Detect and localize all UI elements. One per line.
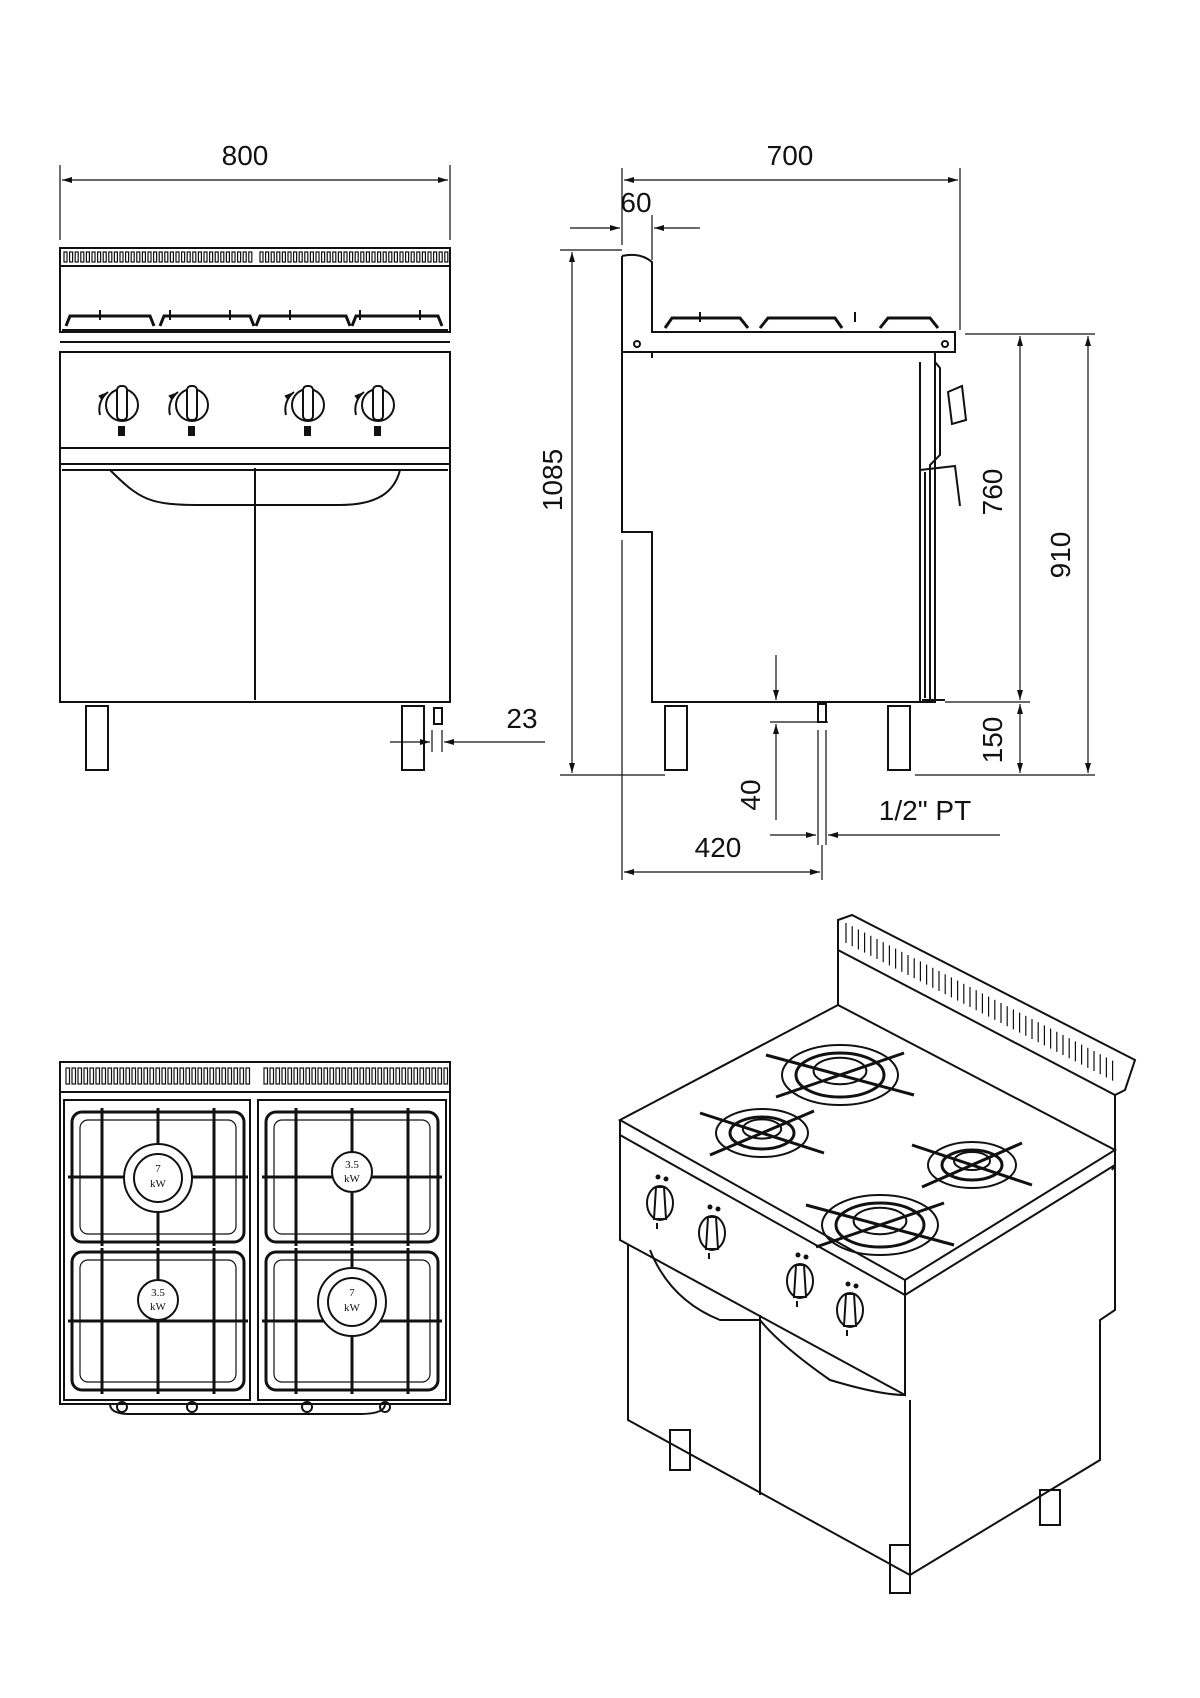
iso-control-knobs [646,1174,864,1336]
burner-power-value: 7 [155,1163,161,1175]
burner-power-unit: kW [344,1302,361,1314]
burner-power-value: 3.5 [151,1287,165,1299]
iso-control-panel [619,1135,906,1397]
dimension-gas-offset-40: 40 [735,779,766,810]
burner-front-left: 3.5 kW [137,1279,179,1321]
dimension-leg-150: 150 [977,717,1008,764]
iso-burners [699,1044,1033,1256]
backsplash-vents [63,251,449,263]
door-handle [109,469,401,506]
burner-power-value: 7 [349,1287,355,1299]
burner-rear-right: 3.5 kW [331,1151,373,1193]
side-view: 700 60 1085 4 [537,140,1095,880]
burner-grates-profile [62,310,448,331]
burner-power-unit: kW [150,1301,167,1313]
leg-right [401,705,425,771]
control-knobs [98,385,395,436]
dimension-foot-23: 23 [506,703,537,734]
side-backsplash-top [621,253,956,358]
side-knob [946,384,968,426]
top-hob-outline [59,1091,451,1405]
burner-power-unit: kW [150,1178,167,1190]
dimension-depth-700: 700 [767,140,814,171]
burner-power-value: 3.5 [345,1159,359,1171]
isometric-view [617,913,1137,1594]
side-leg-rear [664,705,688,771]
iso-hob-top [617,1003,1118,1282]
side-control-panel [929,361,941,702]
side-leg-front [887,705,911,771]
dimension-width-800: 800 [222,140,269,171]
iso-door-handle [649,1249,906,1396]
top-backsplash-vents [65,1067,449,1085]
hob-right-pan [257,1099,447,1401]
dimension-height-1085: 1085 [537,449,568,511]
top-view: 7 kW 3.5 kW 3.5 kW 7 kW [59,1061,451,1415]
top-backsplash [59,1061,451,1093]
burner-rear-left: 7 kW [123,1143,193,1213]
leg-left [85,705,109,771]
dimension-worktop-760: 760 [977,469,1008,516]
front-view: 800 [59,140,545,771]
burner-grates [68,1108,442,1394]
iso-legs [669,1429,1061,1594]
side-body-outline [621,256,936,703]
gas-inlet-front [433,707,443,725]
hob-frame [59,265,451,333]
burner-power-unit: kW [344,1173,361,1185]
dimension-gas-position-420: 420 [695,832,742,863]
iso-backsplash-vents [845,923,1114,1081]
hob-left-pan [63,1099,251,1401]
dimension-splash-60: 60 [620,187,651,218]
iso-cabinet-front [627,1245,911,1577]
dimension-total-910: 910 [1045,532,1076,579]
burner-front-right: 7 kW [317,1267,387,1337]
label-gas-connection: 1/2" PT [879,795,971,826]
gas-inlet [817,703,827,723]
